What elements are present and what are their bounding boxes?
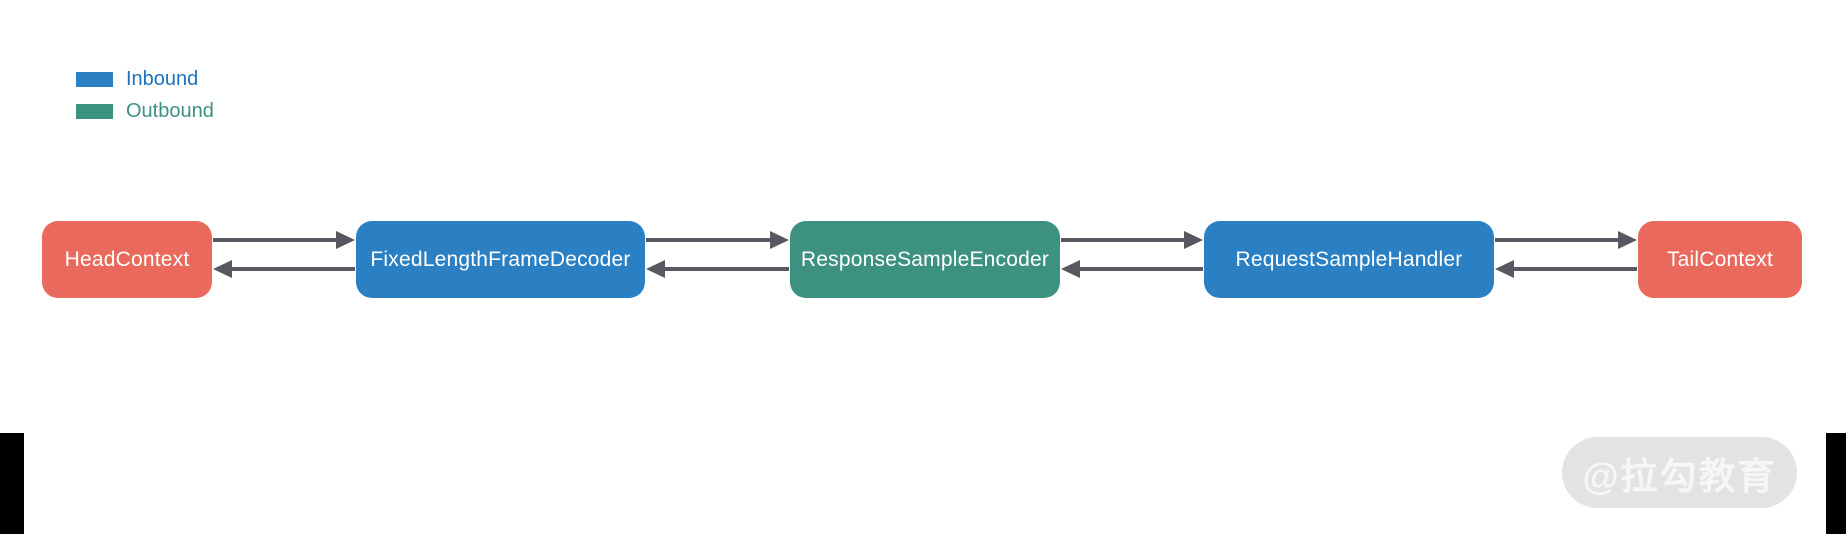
outbound-arrow-1 — [213, 260, 355, 278]
outbound-arrow-4 — [1495, 260, 1637, 278]
screen-edge-bar-right — [1826, 433, 1846, 534]
node-fixed-length-frame-decoder: FixedLengthFrameDecoder — [356, 221, 645, 298]
node-tail-context: TailContext — [1638, 221, 1802, 298]
node-head-context: HeadContext — [42, 221, 212, 298]
node-response-sample-encoder: ResponseSampleEncoder — [790, 221, 1060, 298]
legend: Inbound Outbound — [76, 68, 214, 132]
outbound-color-swatch — [76, 104, 113, 119]
legend-item-inbound: Inbound — [76, 68, 214, 91]
watermark-badge: @拉勾教育 — [1562, 437, 1797, 508]
screen-edge-bar-left — [0, 433, 24, 534]
inbound-color-swatch — [76, 72, 113, 87]
legend-item-outbound: Outbound — [76, 100, 214, 123]
node-request-sample-handler: RequestSampleHandler — [1204, 221, 1494, 298]
inbound-arrow-3 — [1061, 231, 1203, 249]
outbound-arrow-2 — [646, 260, 789, 278]
legend-label-inbound: Inbound — [126, 68, 199, 90]
inbound-arrow-4 — [1495, 231, 1637, 249]
legend-label-outbound: Outbound — [126, 100, 214, 122]
inbound-arrow-1 — [213, 231, 355, 249]
inbound-arrow-2 — [646, 231, 789, 249]
outbound-arrow-3 — [1061, 260, 1203, 278]
